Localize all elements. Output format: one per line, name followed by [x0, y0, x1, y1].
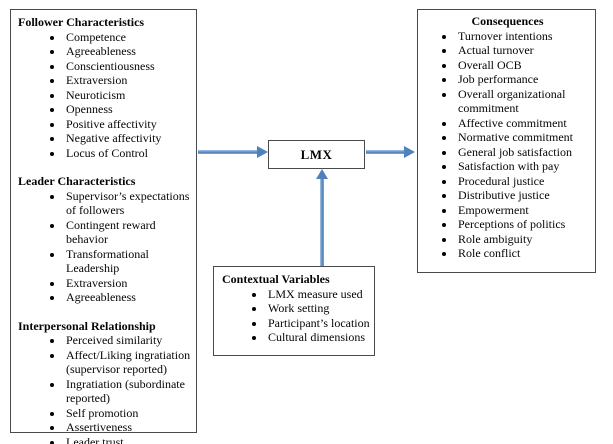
leader-characteristics-section: Leader Characteristics Supervisor’s expe…: [18, 174, 192, 305]
list-item: Positive affectivity: [64, 117, 192, 132]
section-title-interpersonal-relationship: Interpersonal Relationship: [18, 318, 156, 333]
list-item: Self promotion: [64, 406, 192, 421]
interpersonal-relationship-section: Interpersonal Relationship Perceived sim…: [18, 319, 192, 444]
list-item: Competence: [64, 30, 192, 45]
list-item: Participant’s location: [266, 316, 370, 331]
list-item: Leader trust: [64, 435, 192, 444]
contextual-variables-list: LMX measure usedWork settingParticipant’…: [222, 287, 370, 345]
list-item: Contingent reward behavior: [64, 218, 192, 247]
list-item: Affective commitment: [456, 116, 591, 131]
list-item: Transformational Leadership: [64, 247, 192, 276]
list-item: LMX measure used: [266, 287, 370, 302]
arrow-shaft: [366, 150, 406, 154]
list-item: Agreeableness: [64, 44, 192, 59]
list-item: Perceptions of politics: [456, 217, 591, 232]
list-item: Empowerment: [456, 203, 591, 218]
consequences-title: Consequences: [471, 14, 544, 28]
arrow-shaft: [198, 150, 259, 154]
list-item: Job performance: [456, 72, 591, 87]
list-item: Supervisor’s expectations of followers: [64, 189, 192, 218]
antecedents-box: Follower Characteristics CompetenceAgree…: [10, 9, 197, 444]
list-item: Distributive justice: [456, 188, 591, 203]
follower-characteristics-section: Follower Characteristics CompetenceAgree…: [18, 15, 192, 160]
arrowhead-right-icon: [257, 146, 268, 158]
list-item: Negative affectivity: [64, 131, 192, 146]
list-item: Overall OCB: [456, 58, 591, 73]
list-item: Ingratiation (subordinate reported): [64, 377, 192, 406]
list-item: Actual turnover: [456, 43, 591, 58]
list-item: Agreeableness: [64, 290, 192, 305]
list-item: Locus of Control: [64, 146, 192, 161]
leader-characteristics-list: Supervisor’s expectations of followersCo…: [18, 189, 192, 305]
list-item: Normative commitment: [456, 130, 591, 145]
list-item: General job satisfaction: [456, 145, 591, 160]
list-item: Extraversion: [64, 276, 192, 291]
list-item: Role conflict: [456, 246, 591, 261]
list-item: Conscientiousness: [64, 59, 192, 74]
consequences-box: Consequences Turnover intentionsActual t…: [417, 9, 596, 273]
list-item: Affect/Liking ingratiation (supervisor r…: [64, 348, 192, 377]
contextual-variables-box: Contextual Variables LMX measure usedWor…: [213, 266, 375, 356]
list-item: Perceived similarity: [64, 333, 192, 348]
arrow-shaft: [320, 177, 324, 266]
list-item: Neuroticism: [64, 88, 192, 103]
list-item: Openness: [64, 102, 192, 117]
lmx-label: LMX: [300, 146, 333, 162]
list-item: Cultural dimensions: [266, 330, 370, 345]
arrowhead-right-icon: [404, 146, 415, 158]
lmx-box: LMX: [268, 140, 365, 169]
section-title-leader-characteristics: Leader Characteristics: [18, 174, 136, 189]
list-item: Assertiveness: [64, 420, 192, 435]
follower-characteristics-list: CompetenceAgreeablenessConscientiousness…: [18, 30, 192, 161]
section-title-follower-characteristics: Follower Characteristics: [18, 15, 145, 29]
list-item: Extraversion: [64, 73, 192, 88]
list-item: Satisfaction with pay: [456, 159, 591, 174]
list-item: Procedural justice: [456, 174, 591, 189]
list-item: Role ambiguity: [456, 232, 591, 247]
interpersonal-relationship-list: Perceived similarityAffect/Liking ingrat…: [18, 333, 192, 444]
consequences-list: Turnover intentionsActual turnoverOveral…: [424, 29, 591, 261]
list-item: Overall organizational commitment: [456, 87, 591, 116]
list-item: Work setting: [266, 301, 370, 316]
contextual-variables-title: Contextual Variables: [222, 272, 330, 286]
list-item: Turnover intentions: [456, 29, 591, 44]
arrowhead-up-icon: [316, 169, 328, 179]
